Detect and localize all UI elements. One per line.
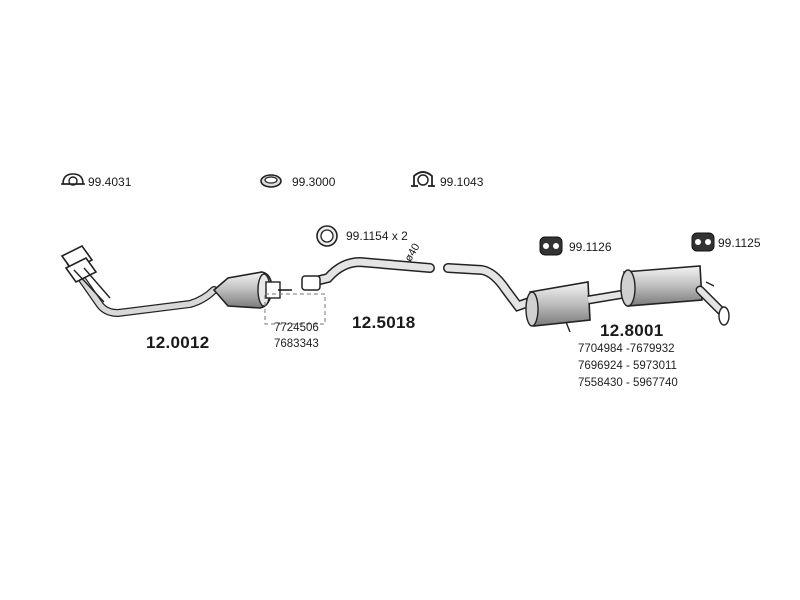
clamp-icon [411, 171, 435, 187]
oem-reference: 7683343 [274, 338, 319, 350]
oem-reference-box [264, 293, 326, 325]
accessory-label: 99.1126 [569, 240, 612, 254]
accessory-label: 99.1043 [440, 175, 484, 189]
oem-reference: 7696924 - 5973011 [578, 360, 677, 372]
rubber-hanger-icon [539, 236, 563, 256]
front-pipe-drawing [60, 244, 292, 318]
oem-reference: 7704984 -7679932 [578, 343, 675, 355]
accessory-label: 99.1154 x 2 [346, 229, 408, 243]
rear-silencer-drawing [443, 263, 730, 333]
accessory-label: 99.1125 [718, 236, 761, 250]
gasket-ring-icon [316, 225, 338, 247]
middle-pipe-drawing [301, 256, 435, 291]
clamp-icon [61, 173, 85, 186]
oem-reference: 7558430 - 5967740 [578, 377, 678, 389]
oem-reference: 7724506 [274, 322, 319, 334]
gasket-ring-icon [260, 174, 282, 188]
rubber-hanger-icon [691, 232, 715, 252]
part-number-rear-silencer: 12.8001 [600, 321, 664, 340]
accessory-label: 99.3000 [292, 175, 336, 189]
part-number-middle-pipe: 12.5018 [352, 313, 416, 332]
accessory-label: 99.4031 [88, 175, 132, 189]
part-number-front-pipe: 12.0012 [146, 333, 210, 352]
